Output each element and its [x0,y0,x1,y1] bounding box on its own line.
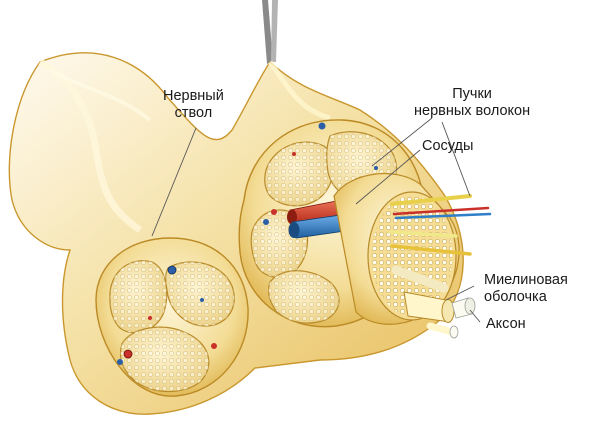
leader-fiber-bundles-1 [371,117,433,167]
label-myelin-line2: оболочка [484,289,547,305]
fascicle [119,326,210,393]
leader-fiber-bundles-2 [441,121,471,197]
nerve-trunk-cross-section [95,237,249,397]
leader-axon [469,309,481,323]
label-nerve-trunk: Нервный ствол [163,88,224,122]
leader-lines [151,117,481,323]
label-axon: Аксон [486,316,526,332]
protruding-fibers [388,194,492,293]
axon [451,297,476,319]
leader-myelin [445,285,475,301]
label-fiber-bundles: Пучки нервных волокон [414,86,530,120]
fascicle [268,270,340,324]
fascicle [165,261,235,327]
fascicle [264,141,335,207]
label-fiber-bundles-line2: нервных волокон [414,103,531,119]
forceps-icon [262,0,278,64]
fascicle [109,260,168,334]
label-nerve-trunk-line2: ствол [174,105,213,121]
leader-vessels [355,149,421,205]
label-fiber-bundles-line1: Пучки [452,86,492,102]
label-vessels: Сосуды [422,138,474,154]
myelinated-fiber [403,291,476,339]
leader-nerve-trunk [151,127,197,237]
label-myelin-line1: Миелиновая [484,272,568,288]
label-nerve-trunk-line1: Нервный [163,88,224,104]
label-myelin-sheath: Миелиновая оболочка [484,272,568,306]
